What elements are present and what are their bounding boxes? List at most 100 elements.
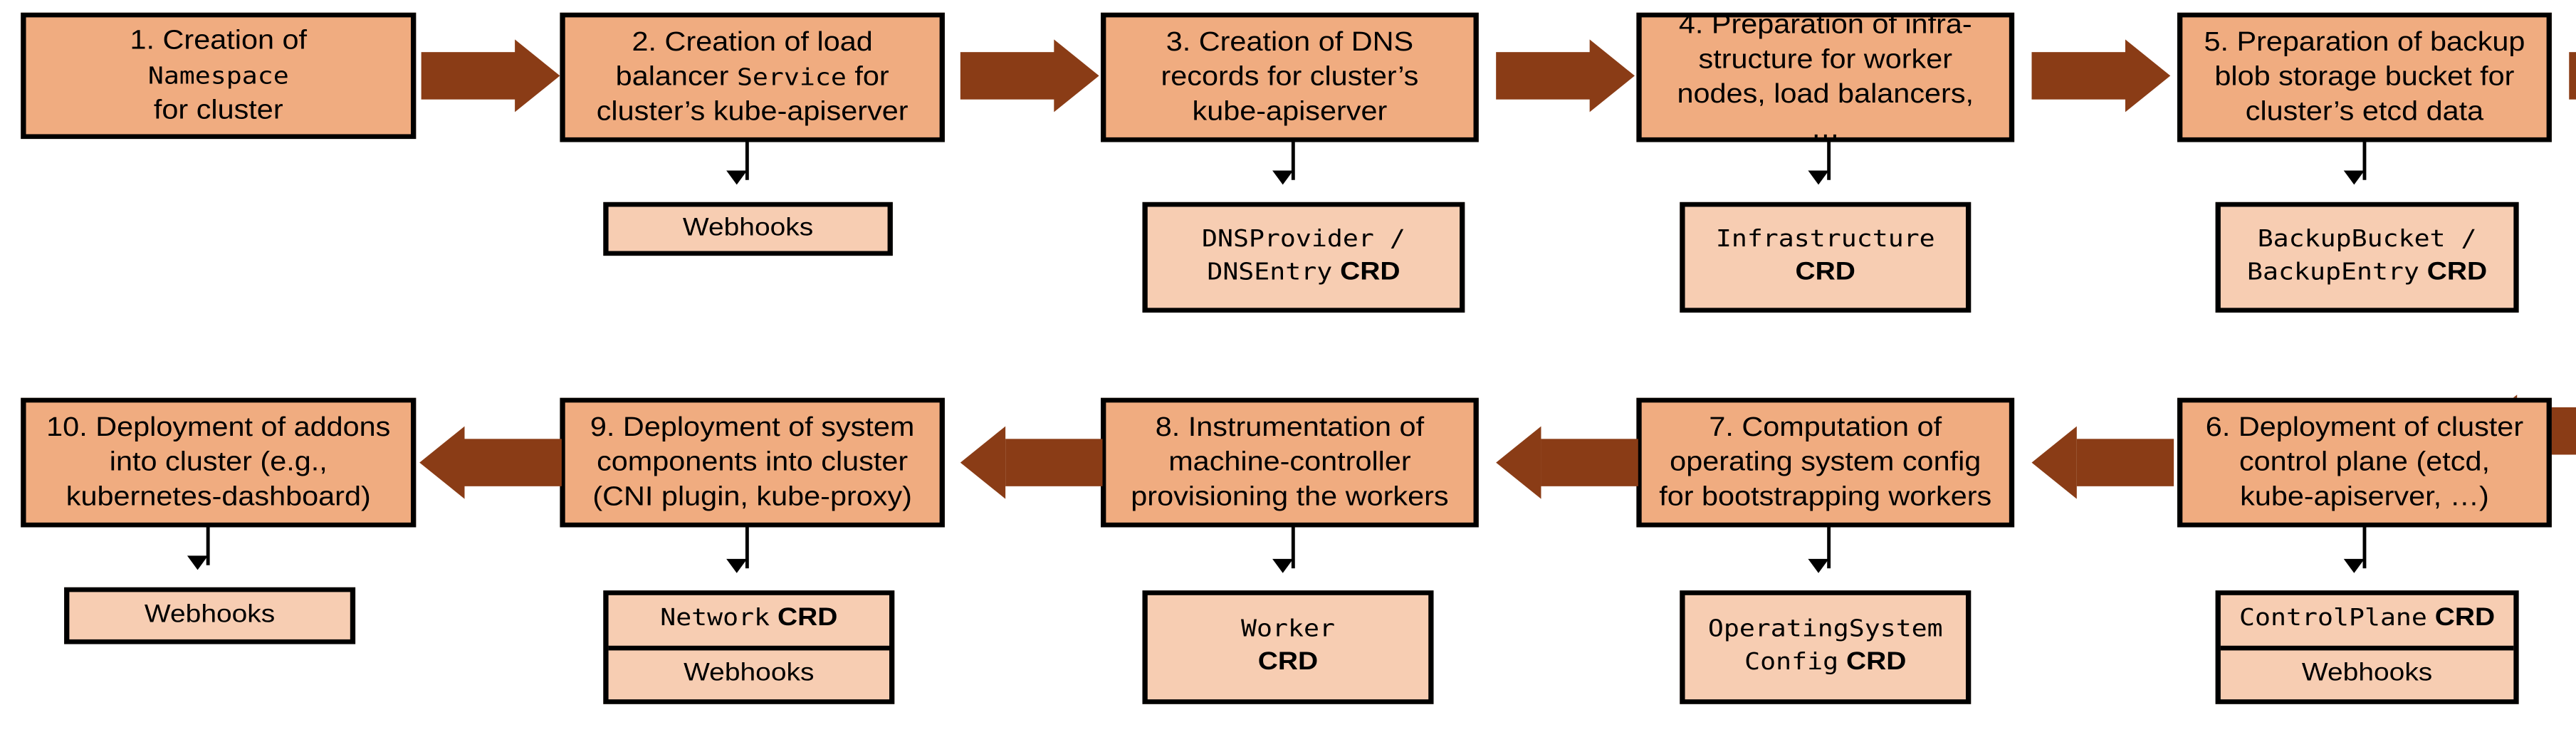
step-4-line-3: nodes, load balancers, … [1677,78,1974,144]
sub-cell-webhooks-10: Webhooks [144,600,276,628]
step-10-line-3: kubernetes-dashboard) [66,481,371,512]
connector-arrowhead-5 [2343,170,2365,185]
connector-line-8 [1291,527,1295,569]
step-10-text: 10. Deployment of addons into cluster (e… [43,410,394,515]
connector-arrowhead-7 [1808,558,1829,573]
osc-crd-badge: CRD [1845,649,1907,676]
sub-box-crd-7[interactable]: OperatingSystem Config CRD [1680,590,1972,704]
backup-crd-line-2: BackupEntry [2247,257,2419,286]
connector-line-5 [2362,142,2367,180]
step-5-line-3: cluster’s etcd data [2245,96,2484,127]
step-box-3[interactable]: 3. Creation of DNS records for cluster’s… [1101,12,1479,142]
step-9-line-1: 9. Deployment of system [590,412,915,442]
step-4-text: 4. Preparation of infra- structure for w… [1659,8,1991,147]
step-8-line-3: provisioning the workers [1131,481,1449,512]
sub-cell-infrastructure-crd: Infrastructure CRD [1685,207,1966,308]
step-6-line-2: control plane (etcd, [2239,446,2490,477]
step-5-text: 5. Preparation of backup blob storage bu… [2200,25,2530,130]
step-9-line-3: (CNI plugin, kube-proxy) [592,481,912,512]
step-box-4[interactable]: 4. Preparation of infra- structure for w… [1636,9,2015,144]
step-8-text: 8. Instrumentation of machine-controller… [1124,410,1456,515]
step-2-line-1: 2. Creation of load [632,26,873,57]
sub-box-webhooks-2[interactable]: Webhooks [603,202,893,256]
connector-arrowhead-4 [1808,170,1829,185]
step-1-line-3: for cluster [153,95,283,125]
step-3-line-2: records for cluster’s [1161,61,1419,92]
step-2-text: 2. Creation of load balancer Service for… [582,25,922,130]
step-4-line-2: structure for worker [1698,43,1953,74]
sub-cell-webhooks-9: Webhooks [608,644,890,699]
sub-cell-network-crd: Network CRD [609,595,889,645]
step-5-line-2: blob storage bucket for [2214,61,2515,92]
worker-crd-line-1: Worker [1241,614,1335,643]
step-1-text: 1. Creation of Namespace for cluster [43,23,394,128]
sub-box-crd-6[interactable]: ControlPlane CRD Webhooks [2215,590,2519,704]
step-box-10[interactable]: 10. Deployment of addons into cluster (e… [21,397,417,528]
connector-line-4 [1827,142,1831,180]
sub-cell-osc-crd: OperatingSystem Config CRD [1685,595,1966,699]
step-6-text: 6. Deployment of cluster control plane (… [2200,410,2530,515]
sub-cell-worker-crd: Worker CRD [1148,595,1428,699]
step-box-1[interactable]: 1. Creation of Namespace for cluster [21,12,417,140]
connector-line-2 [745,142,749,180]
worker-crd-badge: CRD [1257,649,1319,676]
backup-crd-line-1: BackupBucket / [2257,224,2477,254]
sub-box-webhooks-10[interactable]: Webhooks [64,587,356,644]
step-box-9[interactable]: 9. Deployment of system components into … [560,397,945,528]
step-box-2[interactable]: 2. Creation of load balancer Service for… [560,12,945,142]
step-10-line-2: into cluster (e.g., [109,446,328,477]
dns-crd-line-1: DNSProvider / [1201,224,1405,254]
step-7-line-2: operating system config [1670,446,1981,477]
backup-crd-badge: CRD [2426,258,2488,286]
connector-line-7 [1827,527,1831,569]
controlplane-crd-label: ControlPlane [2239,603,2427,632]
network-crd-badge: CRD [777,605,838,632]
step-4-line-1: 4. Preparation of infra- [1678,9,1972,40]
step-3-line-3: kube-apiserver [1192,96,1388,127]
connector-line-3 [1291,142,1295,180]
step-3-text: 3. Creation of DNS records for cluster’s… [1124,25,1456,130]
sub-box-crd-4[interactable]: Infrastructure CRD [1680,202,1972,313]
sub-cell-dns-crd: DNSProvider / DNSEntry CRD [1148,207,1460,308]
step-6-line-3: kube-apiserver, …) [2240,481,2489,512]
connector-arrowhead-9 [726,558,748,573]
step-8-line-1: 8. Instrumentation of [1155,412,1425,442]
sub-cell-webhooks-6: Webhooks [2220,644,2514,699]
step-2-line-2: balancer Service for [615,61,889,92]
step-3-line-1: 3. Creation of DNS [1166,26,1414,57]
connector-arrowhead-3 [1272,170,1294,185]
sub-box-crd-5[interactable]: BackupBucket / BackupEntry CRD [2215,202,2519,313]
step-5-line-1: 5. Preparation of backup [2204,26,2525,57]
step-7-text: 7. Computation of operating system confi… [1659,410,1991,515]
sub-box-crd-8[interactable]: Worker CRD [1142,590,1434,704]
step-box-6[interactable]: 6. Deployment of cluster control plane (… [2177,397,2552,528]
step-10-line-1: 10. Deployment of addons [46,412,391,442]
osc-crd-line-1: OperatingSystem [1707,614,1943,643]
sub-cell-webhooks: Webhooks [682,214,814,241]
infra-crd-badge: CRD [1795,258,1855,286]
dns-crd-badge: CRD [1340,258,1400,286]
step-7-line-1: 7. Computation of [1709,412,1942,442]
step-box-5[interactable]: 5. Preparation of backup blob storage bu… [2177,12,2552,142]
connector-line-10 [206,527,210,565]
osc-crd-line-2: Config [1744,647,1839,676]
sub-box-crd-3[interactable]: DNSProvider / DNSEntry CRD [1142,202,1465,313]
network-crd-label: Network [660,603,770,632]
connector-arrowhead-6 [2343,558,2365,573]
step-6-line-1: 6. Deployment of cluster [2205,412,2524,442]
step-7-line-3: for bootstrapping workers [1659,481,1992,512]
step-9-text: 9. Deployment of system components into … [582,410,922,515]
step-2-line-3: cluster’s kube-apiserver [596,96,909,127]
connector-line-9 [745,527,749,569]
connector-arrowhead-10 [187,555,209,570]
step-box-7[interactable]: 7. Computation of operating system confi… [1636,397,2015,528]
sub-box-crd-9[interactable]: Network CRD Webhooks [603,590,895,704]
step-1-line-1: 1. Creation of [130,25,308,56]
step-9-line-2: components into cluster [597,446,909,477]
connector-arrowhead-2 [726,170,748,185]
step-1-line-2: Namespace [147,61,289,90]
step-box-8[interactable]: 8. Instrumentation of machine-controller… [1101,397,1479,528]
sub-cell-backup-crd: BackupBucket / BackupEntry CRD [2221,207,2513,308]
connector-line-6 [2362,527,2367,569]
